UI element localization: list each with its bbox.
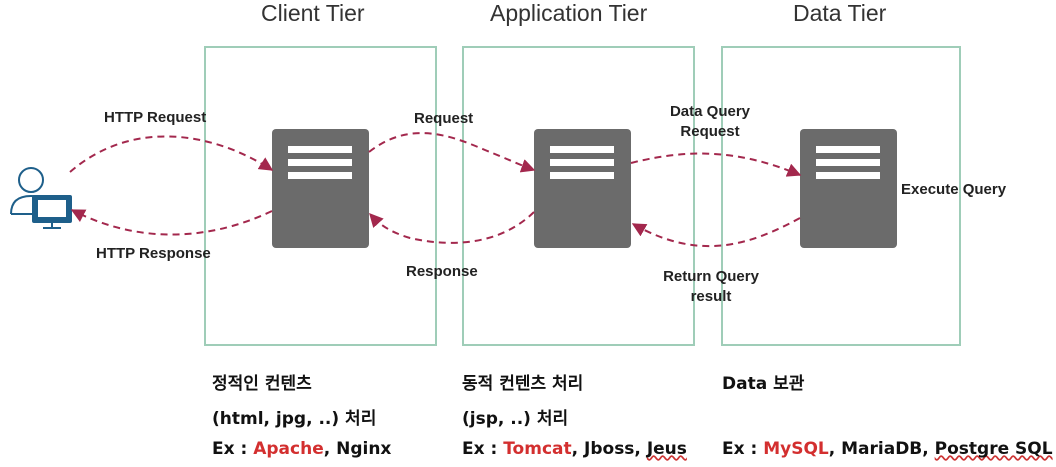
- application-tier-box: [462, 46, 695, 346]
- request-arrow: [368, 132, 536, 173]
- client-tier-title: Client Tier: [261, 0, 365, 26]
- data-ex-highlight: MySQL: [763, 439, 829, 459]
- data-example: Ex : MySQL, MariaDB, Postgre SQL: [722, 439, 1053, 459]
- return-query-result-line1: Return Query: [663, 268, 759, 285]
- http-request-label: HTTP Request: [104, 109, 207, 126]
- data-ex-rest-b: Postgre SQL: [934, 439, 1053, 459]
- client-ex-highlight: Apache: [253, 439, 324, 459]
- data-tier-title: Data Tier: [793, 0, 887, 26]
- data-query-request-line2: Request: [680, 123, 740, 140]
- execute-query-label: Execute Query: [901, 181, 1007, 198]
- application-desc-line2: (jsp, ..) 처리: [462, 409, 569, 429]
- application-ex-rest-a: , Jboss,: [571, 439, 647, 459]
- data-desc-line1: Data 보관: [722, 374, 805, 394]
- return-query-result-arrow: [631, 217, 801, 248]
- http-response-label: HTTP Response: [96, 245, 211, 262]
- response-label: Response: [406, 263, 478, 280]
- data-query-request-line1: Data Query: [669, 103, 751, 120]
- application-ex-rest-b: Jeus: [646, 439, 687, 459]
- request-label: Request: [414, 110, 474, 127]
- data-ex-rest-a: , MariaDB,: [828, 439, 935, 459]
- application-ex-prefix: Ex :: [462, 439, 504, 459]
- application-server-icon: [534, 129, 631, 248]
- data-tier-box: [721, 46, 961, 346]
- client-tier-box: [204, 46, 437, 346]
- application-tier-title: Application Tier: [490, 0, 648, 26]
- client-desc-line1: 정적인 컨텐츠: [212, 374, 312, 394]
- client-server-icon: [272, 129, 369, 248]
- client-ex-rest: , Nginx: [323, 439, 392, 459]
- data-query-request-arrow: [630, 152, 802, 177]
- response-arrow: [369, 211, 535, 244]
- data-query-request-label: Data Query Request: [660, 102, 760, 142]
- client-desc-line2: (html, jpg, ..) 처리: [212, 409, 377, 429]
- http-request-arrow: [69, 135, 274, 173]
- return-query-result-label: Return Query result: [652, 267, 770, 307]
- data-server-icon: [800, 129, 897, 248]
- user-computer-icon: [10, 167, 72, 229]
- application-desc-line1: 동적 컨텐츠 처리: [462, 374, 584, 394]
- application-ex-highlight: Tomcat: [503, 439, 572, 459]
- client-example: Ex : Apache, Nginx: [212, 439, 391, 459]
- data-ex-prefix: Ex :: [722, 439, 764, 459]
- return-query-result-line2: result: [690, 288, 732, 305]
- http-response-arrow: [70, 209, 273, 236]
- application-example: Ex : Tomcat, Jboss, Jeus: [462, 439, 687, 459]
- client-ex-prefix: Ex :: [212, 439, 254, 459]
